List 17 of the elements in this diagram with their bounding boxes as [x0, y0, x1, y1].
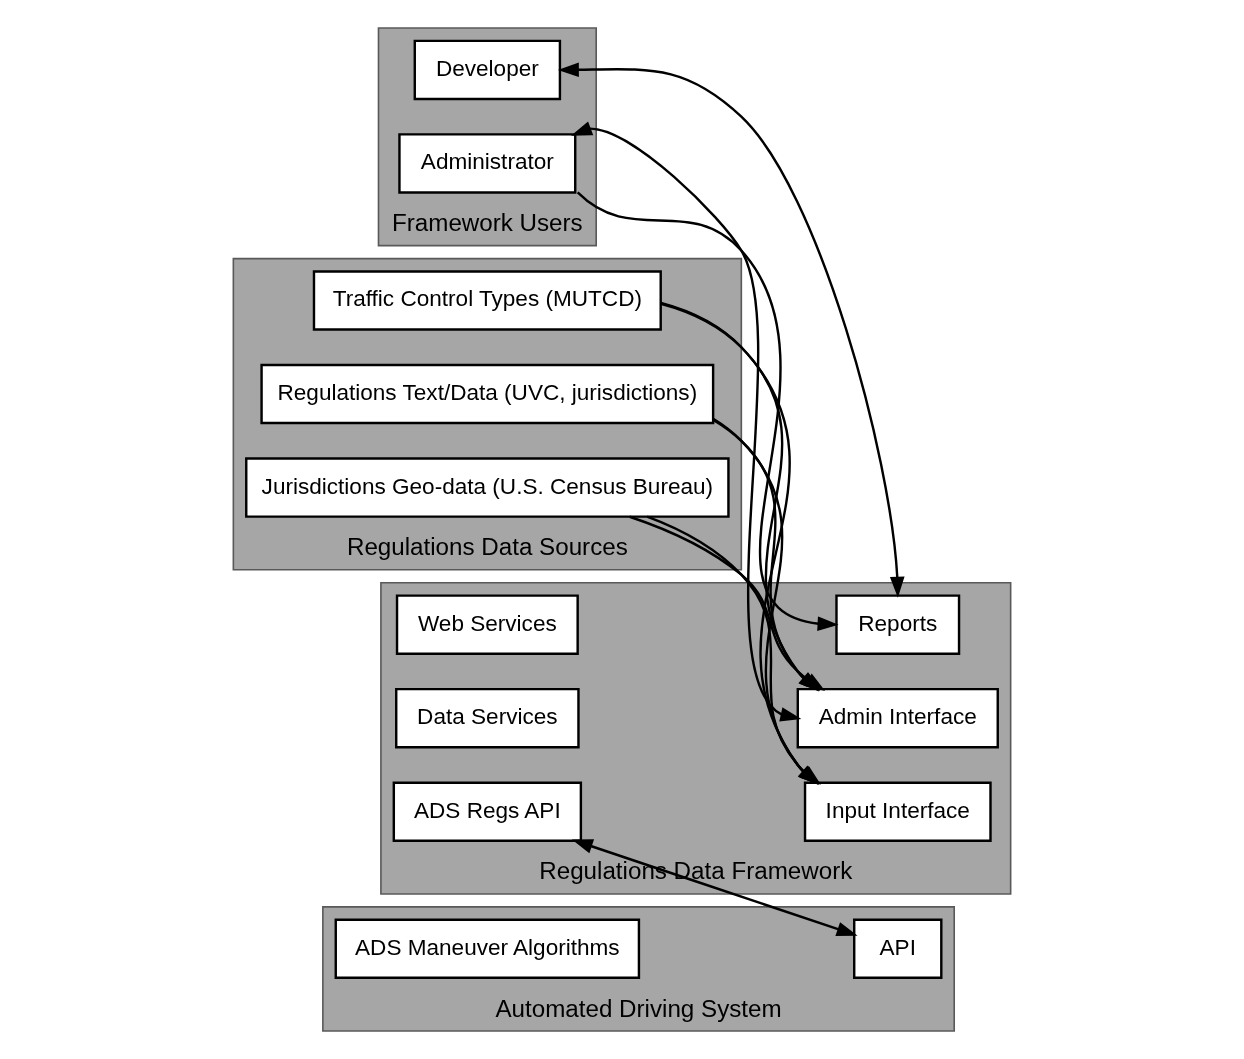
arrow [571, 121, 802, 722]
arrow [557, 62, 905, 598]
node-box: Reports [835, 594, 961, 655]
arrow [571, 839, 858, 937]
node-box: Input Interface [803, 781, 992, 842]
node-box: Admin Interface [796, 687, 999, 749]
node-box: Jurisdictions Geo-data (U.S. Census Bureau) [245, 457, 730, 518]
node-box: Developer [413, 39, 562, 101]
node-box: Web Services [395, 594, 579, 655]
node-box: ADS Maneuver Algorithms [334, 918, 641, 980]
node-box: Traffic Control Types (MUTCD) [312, 270, 662, 331]
node-box: Regulations Text/Data (UVC, jurisdictions) [260, 363, 715, 425]
node-box: Data Services [395, 687, 580, 749]
node-box: ADS Regs API [392, 781, 583, 842]
arrow [576, 191, 839, 632]
node-box: API [853, 918, 943, 980]
node-box: Administrator [398, 133, 577, 194]
